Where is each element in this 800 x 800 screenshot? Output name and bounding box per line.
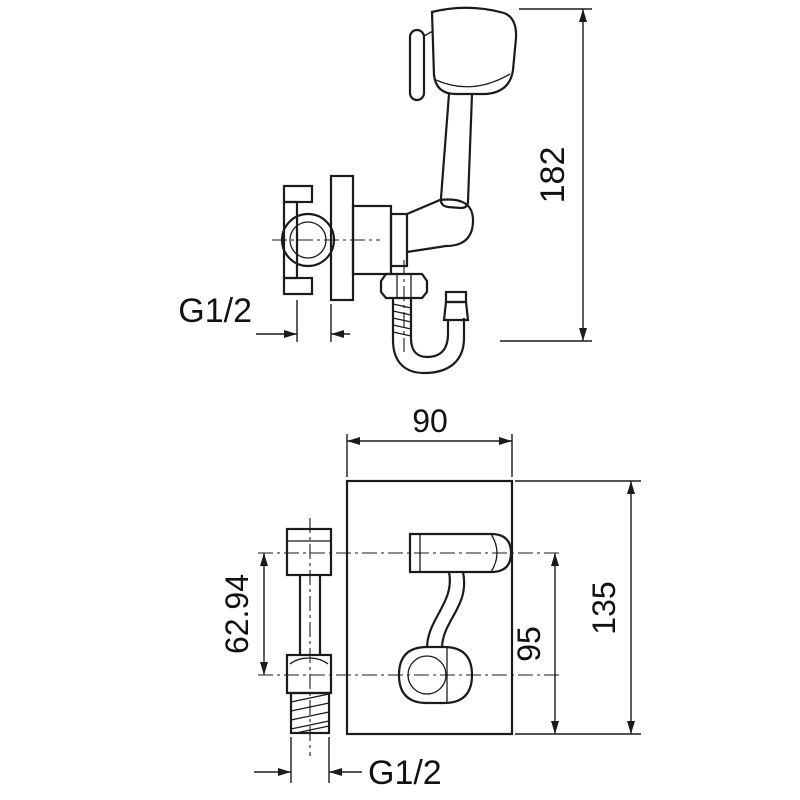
dim-90-label: 90 bbox=[412, 403, 448, 439]
trigger-lever bbox=[408, 28, 426, 102]
hose-end-cone bbox=[442, 300, 470, 322]
arrowhead bbox=[627, 721, 635, 734]
dimension-thread-side: G1/2 bbox=[178, 292, 350, 342]
thread-hatch-line bbox=[290, 693, 330, 703]
inlet-elbow bbox=[285, 653, 333, 695]
sprayer-holder-hook bbox=[406, 198, 475, 254]
arrowhead bbox=[579, 9, 587, 22]
dim-135-label: 135 bbox=[586, 581, 622, 634]
mounting-plate bbox=[345, 479, 514, 736]
dimension-95: 95 bbox=[511, 553, 559, 734]
spring-coil-line bbox=[392, 310, 412, 316]
front-view: 90 62.94 95 135 bbox=[219, 403, 641, 792]
hose-front bbox=[425, 571, 466, 648]
arrowhead bbox=[260, 553, 268, 566]
dim-62-94-label: 62.94 bbox=[219, 574, 255, 654]
sprayer-head bbox=[430, 6, 518, 96]
dimension-182: 182 bbox=[500, 8, 592, 342]
arrowhead bbox=[579, 328, 587, 341]
dim-182-label: 182 bbox=[534, 147, 572, 204]
hose-end-nut bbox=[444, 290, 468, 304]
dimension-135: 135 bbox=[515, 480, 641, 735]
inlet-elbow-arc bbox=[289, 657, 329, 665]
arrowhead bbox=[278, 768, 291, 776]
spring-coil-line bbox=[392, 303, 412, 309]
sprayer-handle bbox=[439, 93, 474, 210]
inlet-bottom-tab bbox=[282, 276, 314, 296]
hose-front-edge bbox=[440, 571, 466, 648]
arrowhead bbox=[331, 330, 344, 338]
thread-hatch-line bbox=[295, 725, 330, 734]
dimension-62-94: 62.94 bbox=[219, 553, 268, 675]
thread-label-side: G1/2 bbox=[178, 292, 252, 330]
thread-hatch-line bbox=[290, 711, 330, 721]
spring-coil-line bbox=[392, 331, 412, 337]
inlet-column-front bbox=[285, 527, 333, 735]
dimension-thread-front: G1/2 bbox=[254, 737, 442, 792]
arrowhead bbox=[551, 721, 559, 734]
shower-hose bbox=[391, 290, 470, 375]
inlet-top-fitting bbox=[285, 527, 333, 577]
hex-nut-side bbox=[379, 272, 429, 300]
thread-label-front: G1/2 bbox=[368, 754, 442, 792]
side-view: 182 G1/2 bbox=[178, 6, 592, 375]
hose-front-edge bbox=[425, 571, 451, 648]
arrowhead bbox=[499, 437, 512, 445]
hose-outer-edge bbox=[391, 298, 466, 375]
arrowhead bbox=[627, 481, 635, 494]
thread-hatch-line bbox=[290, 720, 330, 730]
valve-front-outline bbox=[397, 645, 474, 705]
arrowhead bbox=[329, 768, 342, 776]
trigger-link-line bbox=[423, 30, 434, 37]
hex-nut-outline bbox=[379, 272, 429, 300]
arrowhead bbox=[347, 437, 360, 445]
arrowhead bbox=[284, 330, 297, 338]
spring-coil-line bbox=[392, 324, 412, 330]
dimension-90: 90 bbox=[346, 403, 513, 477]
arrowhead bbox=[551, 553, 559, 566]
hose-inner-edge bbox=[409, 298, 450, 359]
spring-coil-line bbox=[392, 317, 412, 323]
valve-step-side bbox=[389, 212, 409, 268]
inlet-top-tab bbox=[282, 184, 314, 204]
arrowhead bbox=[260, 662, 268, 675]
dim-95-label: 95 bbox=[511, 626, 547, 662]
sprayer-face-line bbox=[435, 73, 511, 88]
